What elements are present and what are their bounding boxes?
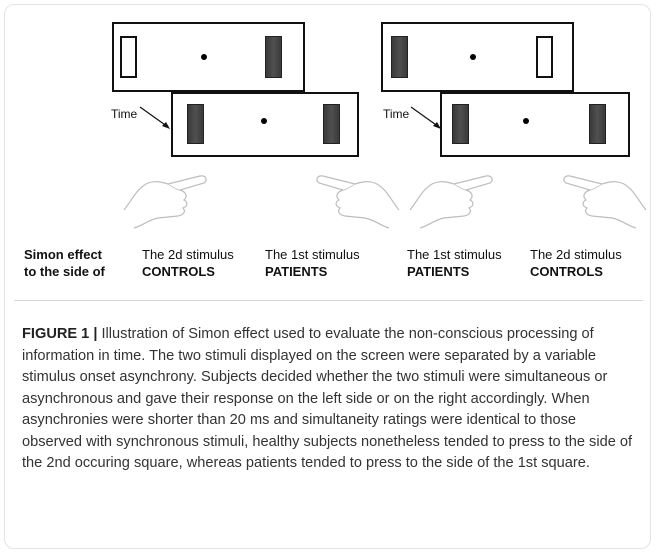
time-label: Time xyxy=(111,107,138,121)
left-screen-first xyxy=(112,22,305,92)
column-label-3-line2: PATIENTS xyxy=(407,264,470,279)
filled-square-stimulus xyxy=(323,104,340,144)
caption-divider xyxy=(14,300,643,301)
column-label-4-line1: The 2d stimulus xyxy=(530,247,622,262)
right-screen-first xyxy=(381,22,574,92)
column-label-2: The 1st stimulus PATIENTS xyxy=(265,246,360,280)
figure-label: FIGURE 1 | xyxy=(22,326,98,342)
column-label-3-line1: The 1st stimulus xyxy=(407,247,502,262)
column-label-1-line1: The 2d stimulus xyxy=(142,247,234,262)
fixation-dot xyxy=(261,118,267,124)
pointing-hand-left-icon xyxy=(563,175,647,229)
time-arrow-icon xyxy=(139,106,170,129)
pointing-hand-left-icon xyxy=(316,175,400,229)
figure-caption: FIGURE 1 | Illustration of Simon effect … xyxy=(22,324,634,475)
filled-square-stimulus xyxy=(187,104,204,144)
row-header-line2: to the side of xyxy=(24,264,105,279)
column-label-4-line2: CONTROLS xyxy=(530,264,603,279)
column-label-2-line2: PATIENTS xyxy=(265,264,328,279)
row-header: Simon effect to the side of xyxy=(24,246,105,280)
column-label-3: The 1st stimulus PATIENTS xyxy=(407,246,502,280)
filled-square-stimulus xyxy=(391,36,408,78)
fixation-dot xyxy=(470,54,476,60)
time-arrow-icon xyxy=(410,106,441,129)
time-label: Time xyxy=(383,107,410,121)
right-screen-second xyxy=(440,92,630,157)
figure-frame xyxy=(4,4,651,549)
pointing-hand-right-icon xyxy=(409,175,493,229)
fixation-dot xyxy=(201,54,207,60)
empty-square-stimulus xyxy=(120,36,137,78)
caption-text: Illustration of Simon effect used to eva… xyxy=(22,326,633,471)
pointing-hand-right-icon xyxy=(123,175,207,229)
column-label-2-line1: The 1st stimulus xyxy=(265,247,360,262)
fixation-dot xyxy=(523,118,529,124)
left-screen-second xyxy=(171,92,359,157)
filled-square-stimulus xyxy=(265,36,282,78)
column-label-1-line2: CONTROLS xyxy=(142,264,215,279)
filled-square-stimulus xyxy=(452,104,469,144)
row-header-line1: Simon effect xyxy=(24,247,103,262)
column-label-1: The 2d stimulus CONTROLS xyxy=(142,246,234,280)
filled-square-stimulus xyxy=(589,104,606,144)
empty-square-stimulus xyxy=(536,36,553,78)
column-label-4: The 2d stimulus CONTROLS xyxy=(530,246,622,280)
